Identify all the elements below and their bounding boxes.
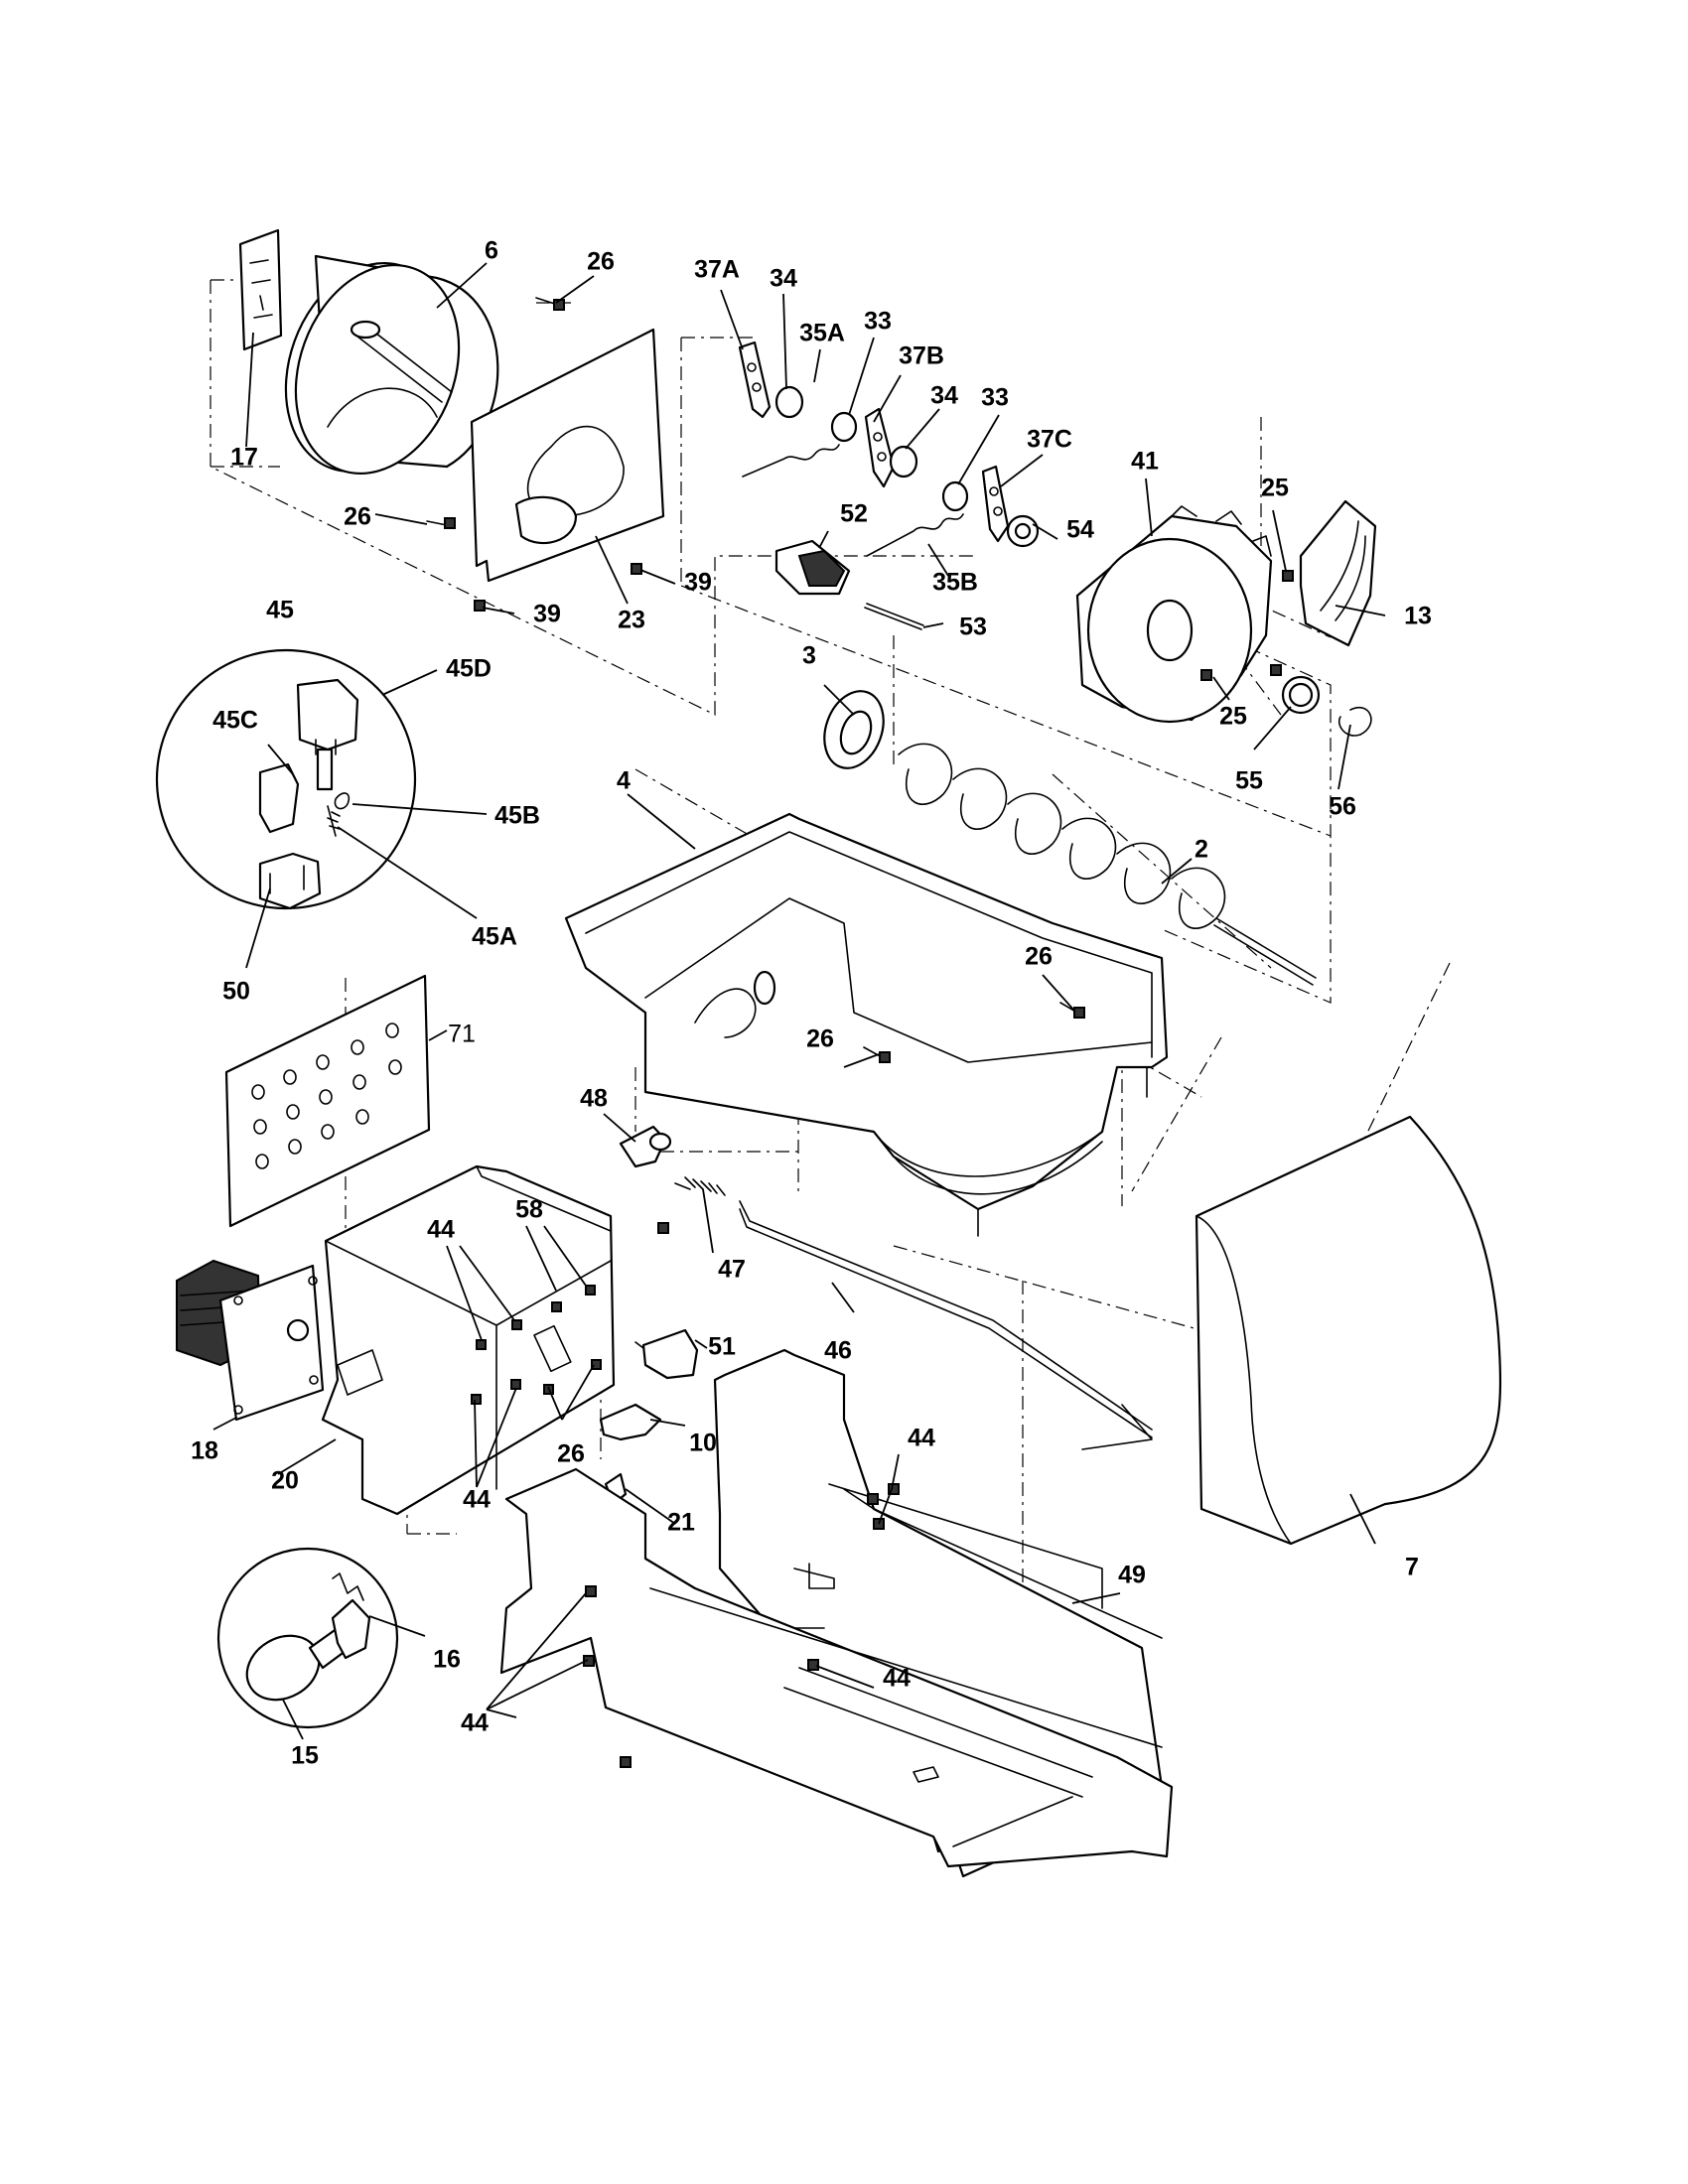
callout-33: 33 <box>864 308 892 336</box>
part-15-16-detail <box>216 1547 399 1729</box>
callout-7: 7 <box>1405 1554 1419 1581</box>
callout-10: 10 <box>689 1430 717 1457</box>
part-41-housing <box>1075 505 1273 724</box>
callout-45d: 45D <box>446 655 492 683</box>
callout-20: 20 <box>271 1467 299 1495</box>
callout-53: 53 <box>959 614 987 641</box>
callout-labels: 6 26 37A 34 35A 33 37B 34 33 37C 41 25 5… <box>191 237 1432 1770</box>
callout-17: 17 <box>230 444 258 472</box>
callout-49: 49 <box>1118 1562 1146 1589</box>
part-46-rod <box>739 1200 1153 1450</box>
callout-33: 33 <box>981 384 1009 412</box>
part-55-56 <box>1281 675 1372 737</box>
callout-26: 26 <box>587 248 615 276</box>
part-47-spring <box>657 1176 726 1234</box>
callout-45: 45 <box>266 597 294 624</box>
callout-34: 34 <box>930 382 958 410</box>
callout-41: 41 <box>1131 448 1159 476</box>
callout-45c: 45C <box>212 707 258 735</box>
part-49-lower-tray <box>499 1467 1174 1868</box>
leader-lines <box>212 262 1386 1740</box>
screws-top <box>426 297 642 612</box>
callout-26: 26 <box>557 1440 585 1468</box>
callout-44: 44 <box>908 1425 935 1452</box>
callout-52: 52 <box>840 500 868 528</box>
part-71-gasket <box>224 974 431 1228</box>
callout-37b: 37B <box>899 342 944 370</box>
callout-34: 34 <box>770 265 797 293</box>
callout-23: 23 <box>618 607 645 634</box>
callout-37a: 37A <box>694 256 740 284</box>
part-2-auger <box>898 743 1317 986</box>
callout-25: 25 <box>1219 703 1247 731</box>
part-7-cover <box>1195 1115 1502 1546</box>
callout-15: 15 <box>291 1742 319 1770</box>
callout-54: 54 <box>1066 516 1094 544</box>
callout-58: 58 <box>515 1196 543 1224</box>
callout-4: 4 <box>617 767 631 795</box>
part-17-screen <box>238 228 283 351</box>
callout-6: 6 <box>485 237 498 265</box>
part-18-motor <box>176 1259 325 1422</box>
callout-39: 39 <box>533 601 561 628</box>
callout-26: 26 <box>806 1025 834 1053</box>
callout-39: 39 <box>684 569 712 597</box>
callout-3: 3 <box>802 642 816 670</box>
callout-47: 47 <box>718 1256 746 1284</box>
part-3-cap <box>823 690 885 769</box>
part-10 <box>599 1403 662 1441</box>
part-51 <box>634 1328 699 1380</box>
callout-44: 44 <box>463 1486 491 1514</box>
callout-48: 48 <box>580 1085 608 1113</box>
callout-37c: 37C <box>1027 426 1072 454</box>
part-23-plate <box>470 328 665 583</box>
screws-bucket <box>863 1002 1085 1063</box>
part-52-53 <box>774 539 924 630</box>
callout-51: 51 <box>708 1333 736 1361</box>
callout-71: 71 <box>448 1021 476 1048</box>
callout-45a: 45A <box>472 923 517 951</box>
callout-2: 2 <box>1195 836 1208 864</box>
callout-21: 21 <box>667 1509 695 1537</box>
callout-55: 55 <box>1235 767 1263 795</box>
part-13-bracket <box>1270 499 1377 676</box>
part-48-bracket <box>619 1125 672 1168</box>
callout-26: 26 <box>1025 943 1053 971</box>
callout-26: 26 <box>344 503 371 531</box>
callout-46: 46 <box>824 1337 852 1365</box>
lever-assembly <box>738 341 1040 557</box>
callout-16: 16 <box>433 1646 461 1674</box>
callout-25: 25 <box>1261 475 1289 502</box>
callout-44: 44 <box>461 1709 489 1737</box>
callout-35b: 35B <box>932 569 978 597</box>
callout-50: 50 <box>222 978 250 1006</box>
callout-35a: 35A <box>799 320 845 347</box>
part-6-drum <box>284 254 499 476</box>
part-45-detail <box>155 648 417 910</box>
callout-18: 18 <box>191 1437 218 1465</box>
callout-44: 44 <box>427 1216 455 1244</box>
callout-44: 44 <box>883 1665 911 1693</box>
part-20-housing <box>321 1164 616 1516</box>
callout-13: 13 <box>1404 603 1432 630</box>
callout-45b: 45B <box>494 802 540 830</box>
part-4-ice-bucket <box>564 812 1169 1237</box>
callout-56: 56 <box>1329 793 1356 821</box>
